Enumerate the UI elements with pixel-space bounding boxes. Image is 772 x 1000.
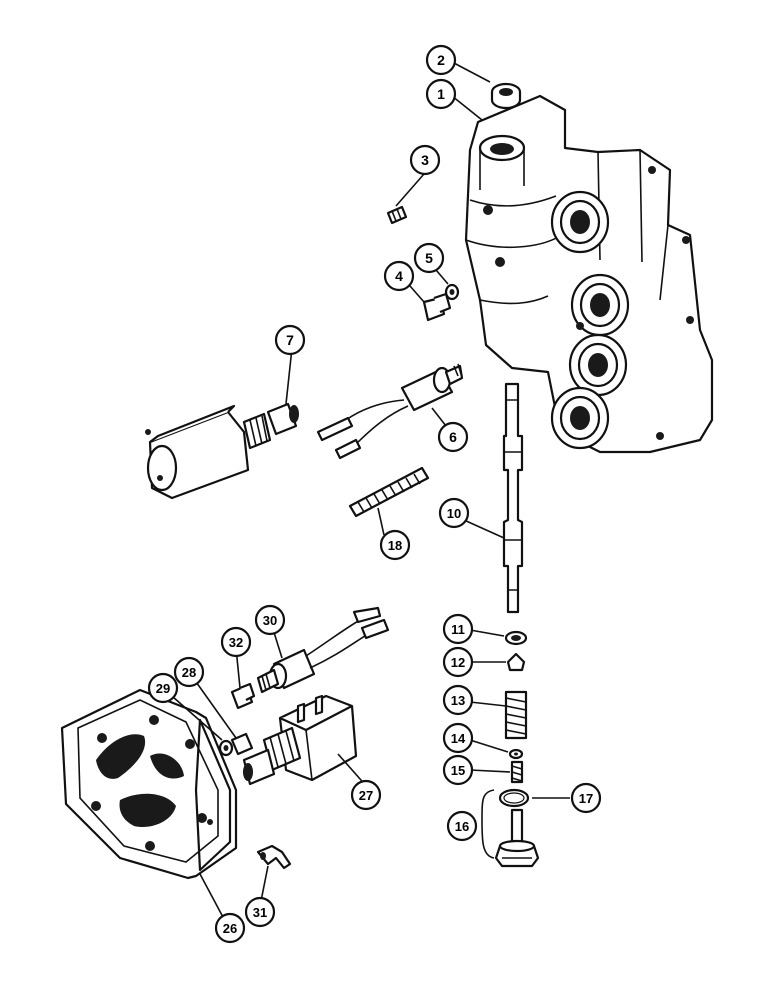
poppet xyxy=(506,652,526,672)
callout-label: 26 xyxy=(223,921,237,936)
callout-label: 17 xyxy=(579,791,593,806)
small-plug xyxy=(386,205,408,225)
leader-lines xyxy=(164,61,570,935)
fitting-32 xyxy=(230,682,256,710)
callout-5: 5 xyxy=(413,242,445,274)
callout-label: 2 xyxy=(437,52,445,68)
callout-17: 17 xyxy=(570,782,602,814)
bracket-16 xyxy=(481,789,495,859)
end-cover xyxy=(60,688,238,880)
callout-label: 13 xyxy=(451,693,465,708)
callout-11: 11 xyxy=(442,613,474,645)
callout-label: 14 xyxy=(451,731,466,746)
callout-30: 30 xyxy=(254,604,286,636)
callout-29: 29 xyxy=(147,672,179,704)
callout-1: 1 xyxy=(425,78,457,110)
small-washer xyxy=(508,748,524,760)
o-ring xyxy=(498,788,530,808)
coil-spring-13 xyxy=(504,690,528,740)
callout-3: 3 xyxy=(409,144,441,176)
callout-label: 5 xyxy=(425,250,433,266)
callout-14: 14 xyxy=(442,722,474,754)
callout-label: 12 xyxy=(451,655,465,670)
callout-28: 28 xyxy=(173,656,205,688)
callout-26: 26 xyxy=(214,912,246,944)
callout-31: 31 xyxy=(244,896,276,928)
callout-label: 32 xyxy=(229,635,243,650)
callout-label: 15 xyxy=(451,763,465,778)
adjuster-plug xyxy=(494,808,540,868)
callout-label: 27 xyxy=(359,788,373,803)
callout-13: 13 xyxy=(442,684,474,716)
callout-label: 16 xyxy=(455,819,469,834)
callout-label: 30 xyxy=(263,613,277,628)
elbow-fitting xyxy=(256,844,292,870)
callout-label: 18 xyxy=(388,538,402,553)
callout-label: 28 xyxy=(182,665,196,680)
callout-7: 7 xyxy=(274,324,306,356)
valve-body-housing xyxy=(464,94,714,454)
callout-15: 15 xyxy=(442,754,474,786)
callout-label: 7 xyxy=(286,332,294,348)
snap-ring xyxy=(504,630,528,646)
callout-6: 6 xyxy=(437,421,469,453)
pressure-switch xyxy=(316,363,464,460)
callout-12: 12 xyxy=(442,646,474,678)
callout-label: 6 xyxy=(449,429,457,445)
coil-spring-15 xyxy=(510,760,524,784)
callout-label: 11 xyxy=(451,622,465,637)
callout-label: 1 xyxy=(437,86,445,102)
seal-ring xyxy=(490,82,522,110)
port-middle xyxy=(570,273,630,337)
temperature-sender xyxy=(256,606,390,694)
port-upper xyxy=(550,190,610,254)
callout-27: 27 xyxy=(350,779,382,811)
washer-29 xyxy=(218,739,234,757)
callout-4: 4 xyxy=(383,260,415,292)
plug-and-washer xyxy=(422,283,460,322)
plug-28 xyxy=(230,732,254,756)
callout-18: 18 xyxy=(379,529,411,561)
spool-shaft xyxy=(502,382,524,614)
callout-label: 31 xyxy=(253,905,267,920)
callout-10: 10 xyxy=(438,497,470,529)
callout-16: 16 xyxy=(446,810,478,842)
coil-spring-18 xyxy=(348,466,430,518)
port-bottom xyxy=(550,386,610,450)
callout-label: 29 xyxy=(156,681,170,696)
callout-label: 4 xyxy=(395,268,403,284)
callout-label: 10 xyxy=(447,506,461,521)
solenoid-valve-small xyxy=(242,694,358,786)
callout-32: 32 xyxy=(220,626,252,658)
port-lower xyxy=(568,333,628,397)
solenoid-valve-large xyxy=(145,402,299,500)
callout-2: 2 xyxy=(425,44,457,76)
callout-label: 3 xyxy=(421,152,429,168)
